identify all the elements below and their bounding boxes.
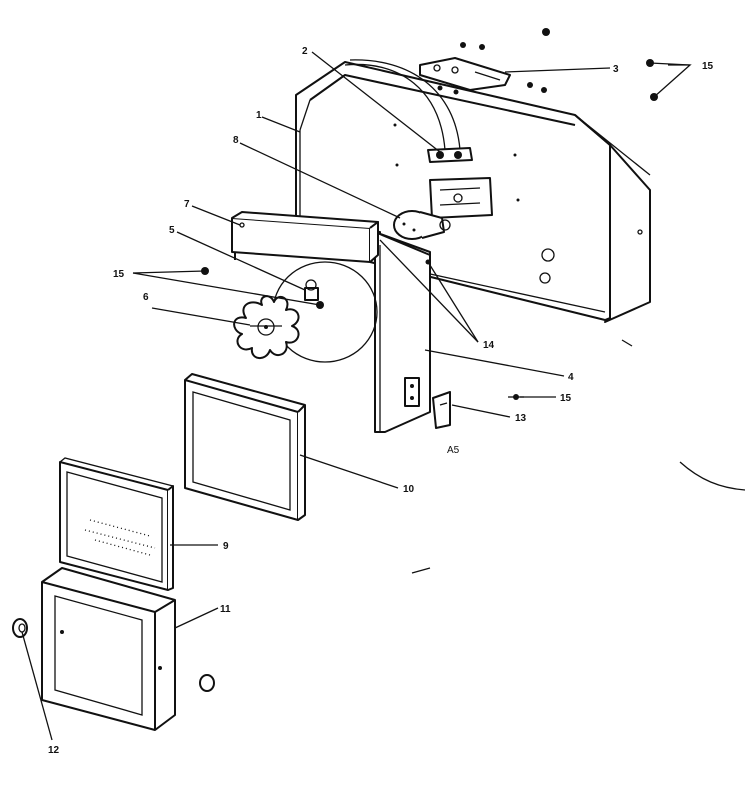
- callout-11: 11: [220, 604, 231, 615]
- callout-10: 10: [403, 484, 415, 495]
- model-mark: A5: [447, 445, 460, 456]
- callout-7: 7: [184, 199, 190, 210]
- callout-12: 12: [48, 745, 60, 756]
- callout-8: 8: [233, 135, 239, 146]
- front-frame: [41, 567, 176, 731]
- fan-blade: [233, 295, 300, 359]
- motor-bracket: [429, 177, 493, 219]
- fan-hub-nut: [304, 279, 319, 301]
- callout-13: 13: [515, 413, 527, 424]
- stray-marks: [411, 339, 746, 574]
- clip-bracket: [432, 391, 451, 429]
- callout-3: 3: [613, 64, 619, 75]
- callout-4: 4: [568, 372, 574, 383]
- terminal-block: [419, 57, 511, 91]
- callout-15-top: 15: [702, 61, 714, 72]
- filter-frame: [184, 373, 306, 521]
- loose-knob: [199, 674, 215, 692]
- callout-5: 5: [169, 225, 175, 236]
- callout-2: 2: [302, 46, 308, 57]
- callout-15-right: 15: [560, 393, 572, 404]
- callout-14: 14: [483, 340, 495, 351]
- wiring-harness: [344, 59, 473, 163]
- callout-9: 9: [223, 541, 229, 552]
- callout-labels: 1 2 3 15 8 7 5 15 6 14 4 15 13 10 9 11 1…: [48, 46, 714, 756]
- motor: [393, 210, 451, 240]
- leader-lines: [21, 51, 692, 741]
- callout-15-left: 15: [113, 269, 125, 280]
- callout-1: 1: [256, 110, 262, 121]
- callout-6: 6: [143, 292, 149, 303]
- mesh-grille: [59, 457, 174, 591]
- top-screws: [437, 28, 550, 95]
- channel-bracket: [231, 211, 379, 263]
- control-knob: [12, 618, 28, 638]
